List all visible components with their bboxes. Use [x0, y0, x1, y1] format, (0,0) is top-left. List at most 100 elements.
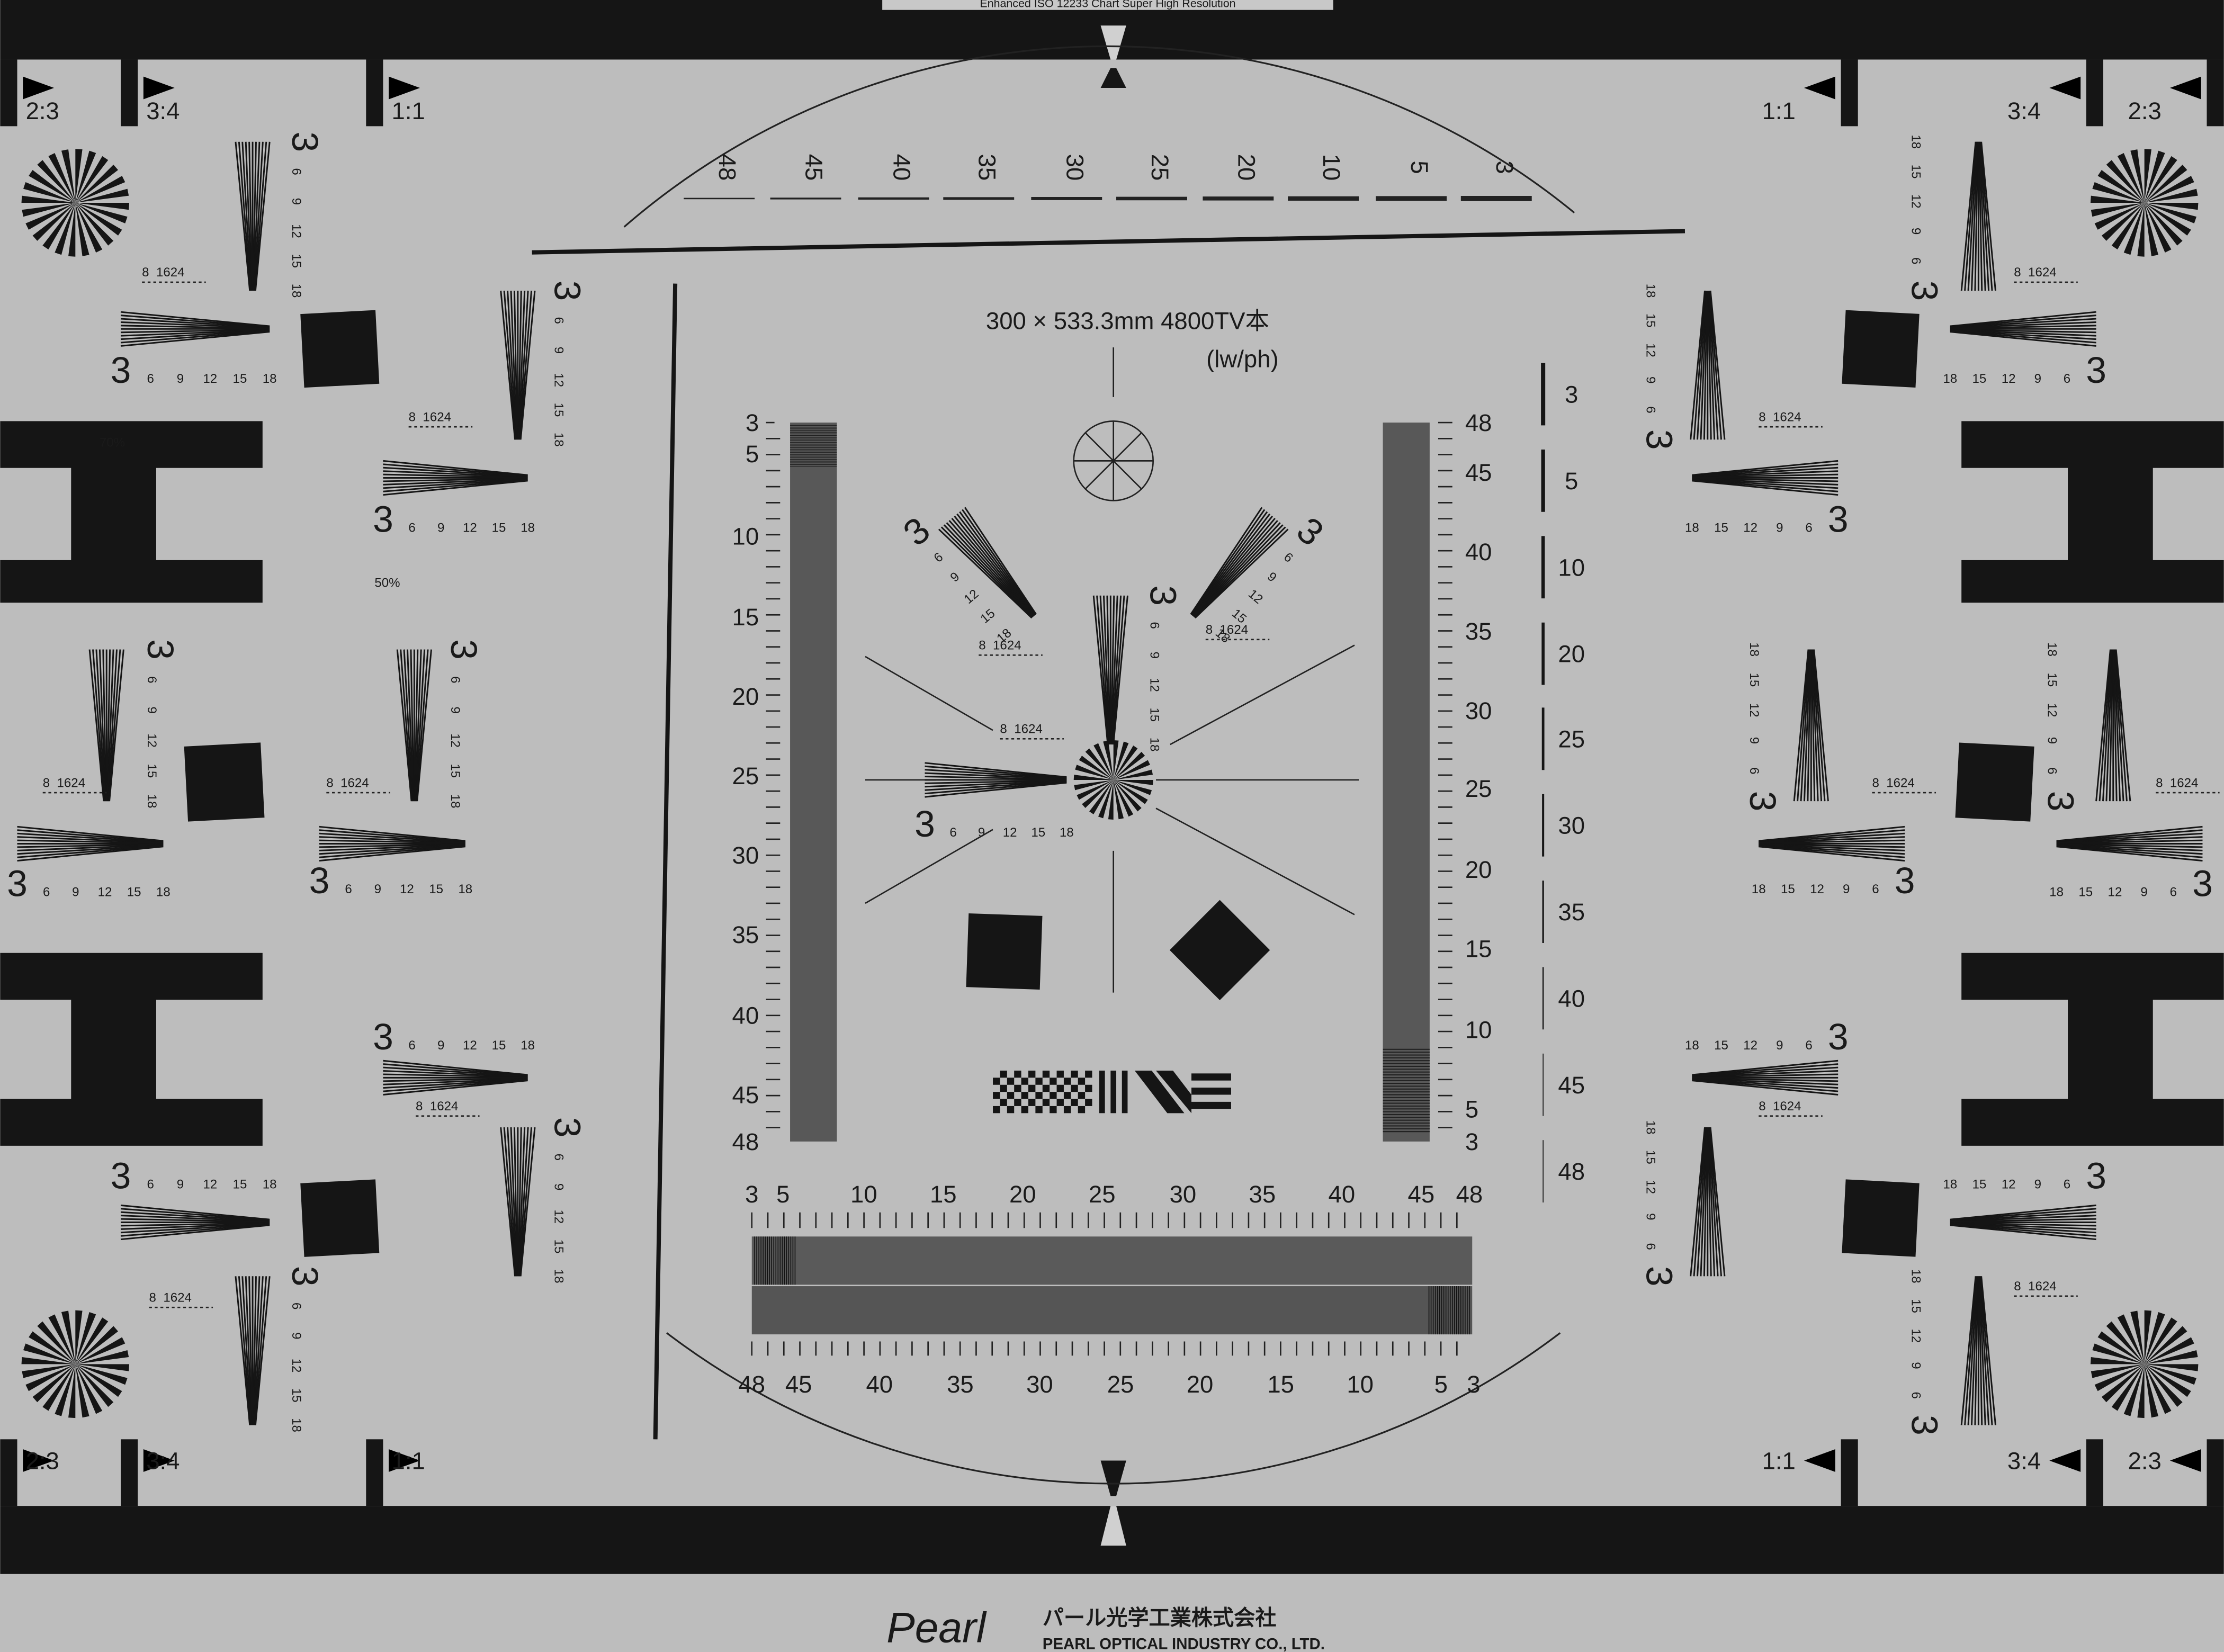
star-segment	[23, 1343, 76, 1364]
wedge-line	[951, 517, 1035, 617]
wedge-line	[120, 331, 270, 347]
star-segment	[68, 1364, 76, 1418]
wedge-label: 15	[233, 372, 247, 386]
wedge-label: 3	[1742, 791, 1783, 812]
star-segment	[2130, 149, 2145, 203]
star-segment	[2130, 1310, 2145, 1364]
wedge-label: 12	[98, 885, 112, 900]
stripe	[1191, 1073, 1231, 1081]
star-segment	[2144, 188, 2198, 203]
checker-cell	[1035, 1106, 1043, 1114]
small-wedge-label: 24	[2184, 776, 2199, 790]
wedge-line	[1974, 141, 1979, 291]
bottom-bar-top-label: 48	[1456, 1181, 1483, 1208]
wedge-line	[1812, 649, 1823, 802]
wedge-label: 12	[1908, 1328, 1923, 1343]
wedge-line	[319, 845, 465, 858]
wedge-line	[1092, 595, 1109, 745]
wedge-label: 9	[289, 1332, 303, 1339]
wedge-line	[1950, 1224, 2096, 1241]
star-segment	[1113, 779, 1124, 820]
wedge-line	[107, 649, 118, 802]
wedge-label: 9	[437, 1038, 444, 1053]
wedge-line	[415, 649, 426, 802]
wedge-line	[1759, 845, 1905, 855]
bottom-bar-top-label: 3	[745, 1181, 758, 1208]
small-wedge-label: 16	[1773, 410, 1787, 424]
wedge-line	[519, 290, 536, 440]
wedge-label: 6	[2064, 1177, 2070, 1191]
checker-cell	[1085, 1070, 1092, 1078]
wedge-line	[1964, 1276, 1977, 1425]
wedge-line	[120, 1218, 270, 1223]
wedge-line	[1980, 141, 1996, 291]
wedge-line	[1191, 515, 1274, 616]
wedge-label: 18	[263, 1177, 277, 1191]
small-wedge-label: 16	[57, 776, 71, 790]
wedge-line	[2056, 843, 2203, 848]
star-segment	[2137, 202, 2145, 257]
wedge-line	[17, 843, 164, 848]
diagonal-stripe	[1134, 1070, 1185, 1114]
wedge-line	[383, 1063, 528, 1076]
star-segment	[2144, 202, 2172, 253]
wedge-line	[1111, 595, 1122, 745]
star-segment	[1113, 779, 1153, 785]
wedge-label: 12	[552, 1209, 566, 1224]
bottom-bar-bottom-label: 40	[866, 1371, 893, 1398]
wedge-line	[1974, 1276, 1979, 1425]
checker-cell	[1085, 1084, 1092, 1092]
i-beam-shapes	[0, 421, 2224, 1146]
wedge-line	[95, 649, 106, 802]
wedge-line	[1692, 478, 1839, 486]
small-wedge-label: 16	[993, 639, 1007, 653]
wedge-line	[252, 141, 257, 291]
star-segment	[2144, 202, 2199, 210]
wedge-line	[925, 780, 1067, 788]
wedge-line	[120, 321, 270, 329]
wedge-line	[248, 1276, 253, 1425]
wedge-label: 12	[203, 372, 217, 386]
wedge-label: 18	[552, 433, 566, 447]
aspect-marker-bar	[366, 1439, 383, 1506]
checker-cell	[1014, 1099, 1021, 1106]
star-segment	[75, 150, 96, 203]
star-segment	[2117, 152, 2145, 203]
small-wedge-label: 24	[171, 265, 185, 280]
top-scale-label: 35	[973, 154, 1000, 181]
wedge-line	[254, 1276, 271, 1425]
wedge-line	[254, 141, 271, 291]
chart-spec: 300 × 533.3mm 4800TV本	[986, 307, 1269, 334]
wedge-line	[17, 825, 164, 842]
wedge-line	[1979, 141, 1990, 291]
siemens-star	[2090, 149, 2199, 257]
aspect-marker-arrow	[1804, 76, 1835, 100]
wedge-line	[1709, 1127, 1726, 1277]
wedge-line	[948, 520, 1034, 617]
wedge-label: 18	[263, 372, 277, 386]
stripe	[1191, 1088, 1231, 1095]
wedge-label: 6	[2170, 885, 2177, 900]
wedge-line	[120, 1215, 270, 1222]
aspect-marker-arrow	[2049, 76, 2081, 100]
wedge-label: 18	[448, 794, 462, 809]
small-wedge-label: 24	[2042, 265, 2057, 280]
left-bar-scale-label: 25	[732, 762, 759, 789]
side-scale-label: 10	[1558, 554, 1585, 581]
wedge-line	[120, 1208, 270, 1221]
aspect-marker-bar	[121, 1439, 138, 1506]
checker-cell	[1007, 1106, 1015, 1114]
wedge-label: 18	[1908, 134, 1923, 149]
small-wedge-label: 8	[1872, 776, 1879, 790]
small-wedge-label: 16	[156, 265, 171, 280]
wedge-label: 12	[1747, 703, 1761, 717]
wedge-label: 12	[2002, 372, 2016, 386]
aspect-marker-arrow	[389, 76, 420, 100]
wedge-label: 15	[2078, 885, 2093, 900]
wedge-line	[1950, 331, 2096, 347]
wedge-label: 3	[2192, 863, 2213, 904]
wedge-line	[1950, 325, 2096, 329]
diagonal-line	[1155, 807, 1355, 915]
slanted-edge-square	[966, 913, 1043, 990]
